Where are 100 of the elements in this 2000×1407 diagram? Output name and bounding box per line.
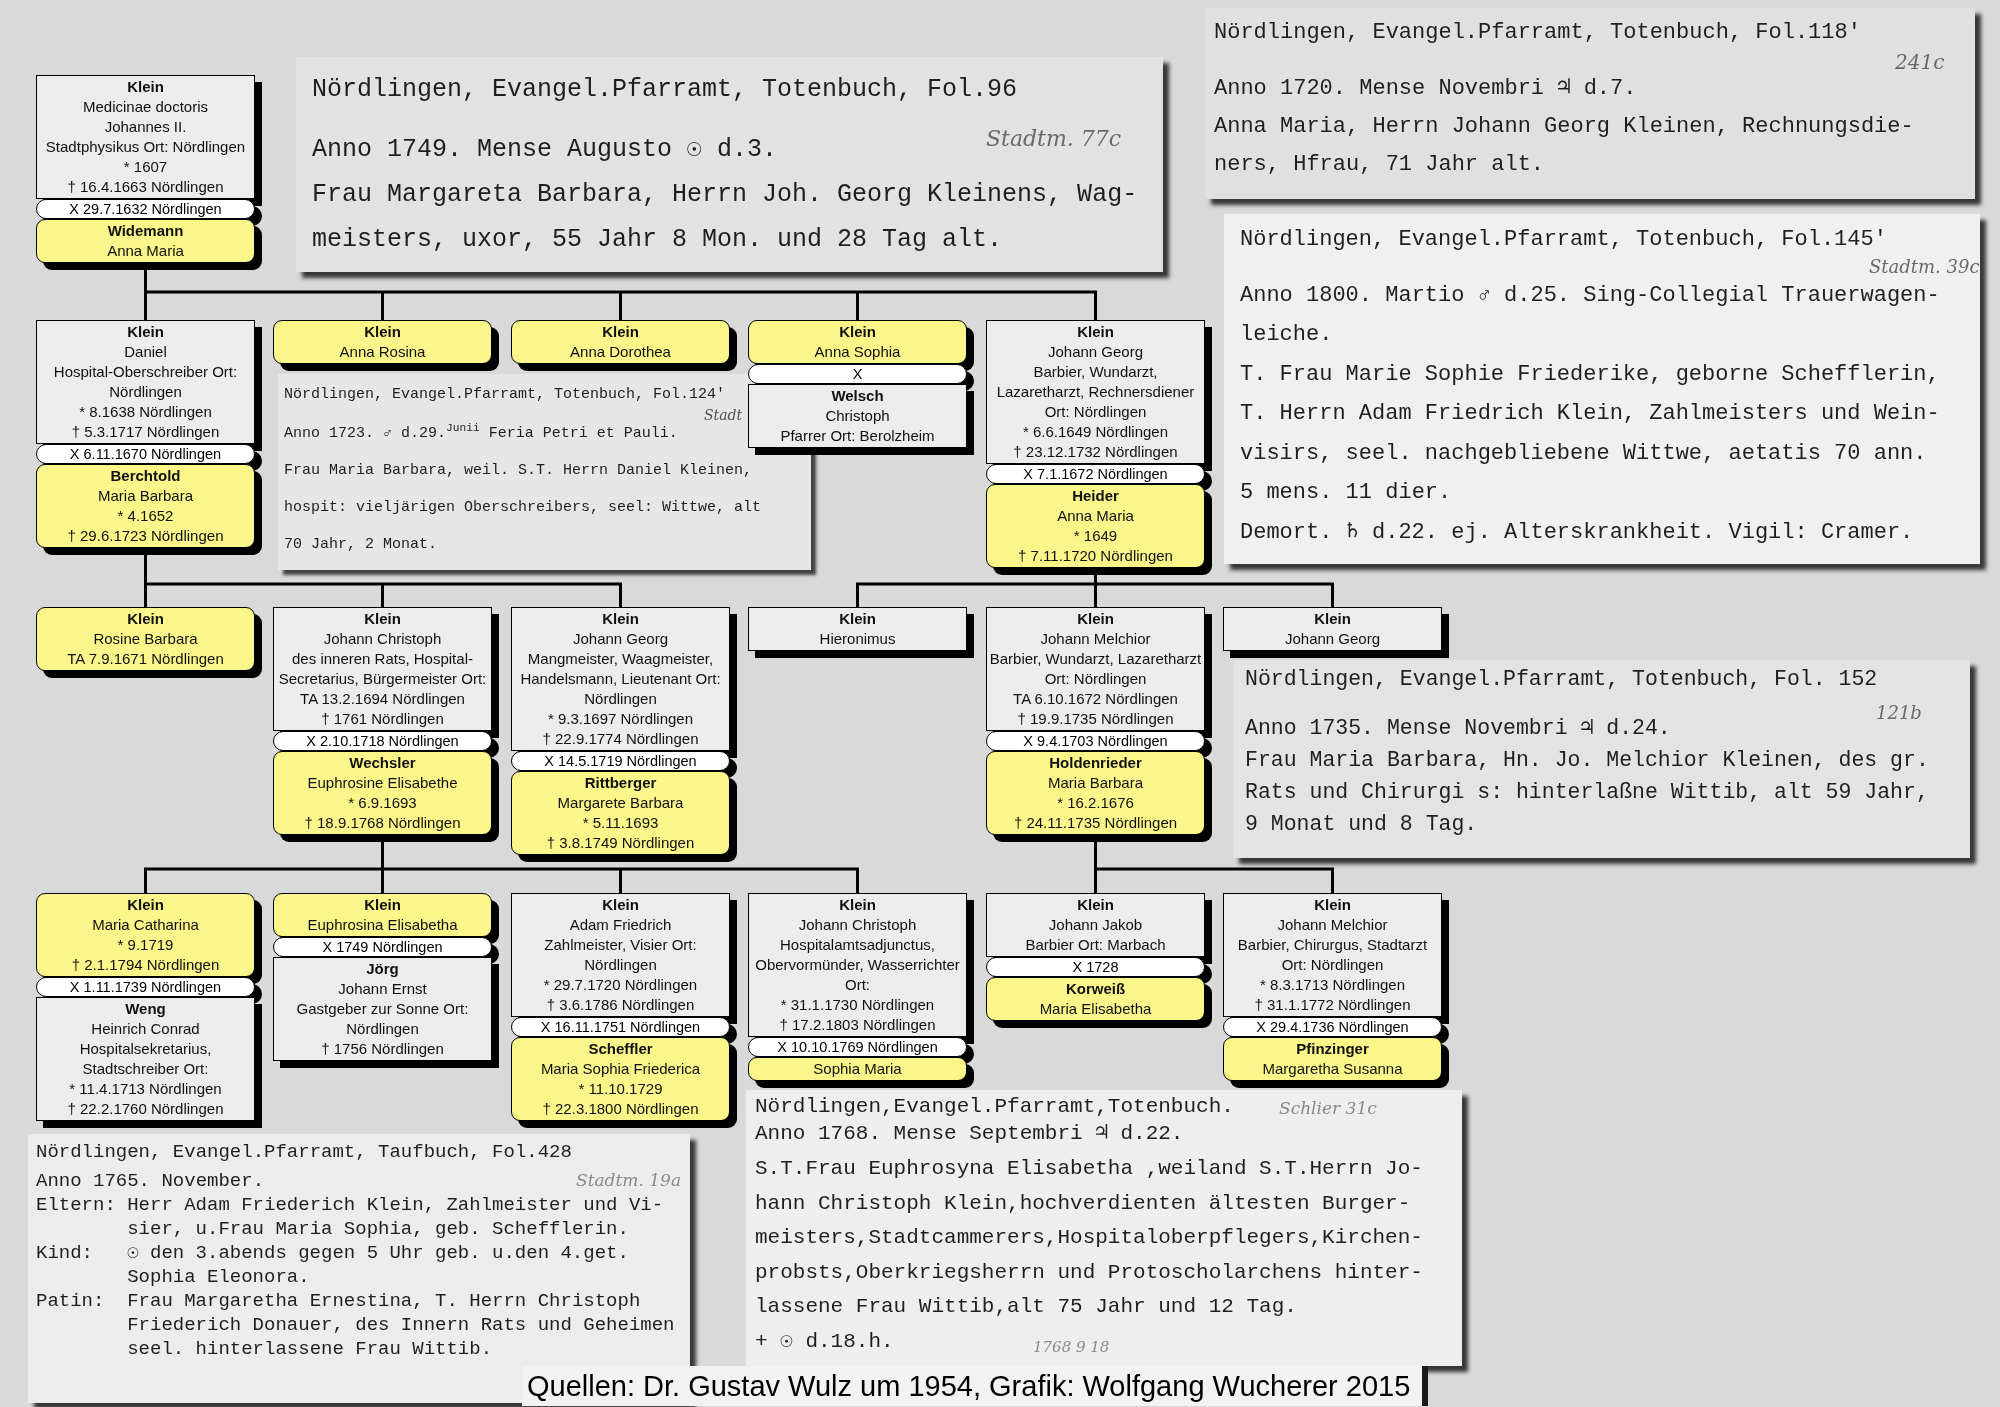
record-entry-text: S.T.Frau Euphrosyna Elisabetha ,weiland S.T.Herrn Jo- hann Christoph Klein,hochverdienten ältesten Burger- meisters,Stadtcammerers,Hospitaloberpflegers,Kirchen- probsts,Oberkriegsherrn und Protoscholarchens hinter- lassene Frau Wittib,alt 75 Jahr und 12 Tag. bbox=[755, 1156, 1424, 1320]
record-heading: Nördlingen, Evangel.Pfarramt, Taufbuch, Fol.428 bbox=[36, 1140, 572, 1164]
person-detail-text: Sophia Maria bbox=[813, 1059, 902, 1079]
surname-text: Klein bbox=[127, 77, 164, 97]
person-detail-text: * 16.2.1676 bbox=[1057, 793, 1134, 813]
person-detail-text: Zahlmeister, Visier Ort: Nördlingen bbox=[543, 935, 698, 975]
person-detail-text: Hieronimus bbox=[819, 629, 896, 649]
record-card-scan bbox=[296, 57, 1163, 272]
person-detail-text: † 22.9.1774 Nördlingen bbox=[542, 729, 699, 749]
record-entry-text: Herr Adam Friederich Klein, Zahlmeister und Vi- sier, u.Frau Maria Sophia, geb. Schefflerin. bbox=[127, 1193, 665, 1241]
person-detail-text: Daniel bbox=[124, 342, 167, 362]
person-detail-text: † 1761 Nördlingen bbox=[321, 709, 444, 729]
surname-text: Klein bbox=[1077, 895, 1114, 915]
person-detail-text: Johann Georg bbox=[1047, 342, 1144, 362]
surname-text: Klein bbox=[364, 895, 401, 915]
person-detail-text: † 18.9.1768 Nördlingen bbox=[304, 813, 461, 833]
surname-text: Klein bbox=[1314, 609, 1351, 629]
handwritten-note: Stadt bbox=[704, 406, 743, 424]
person-detail-text: Margaretha Susanna bbox=[1262, 1059, 1403, 1079]
person-detail-text: † 16.4.1663 Nördlingen bbox=[67, 177, 224, 197]
record-card-scan bbox=[1224, 214, 1980, 564]
person-detail-text: Johann Christoph bbox=[798, 915, 917, 935]
person-detail-text: Johann Jakob bbox=[1048, 915, 1143, 935]
person-detail-text: Anna Maria bbox=[1057, 506, 1134, 526]
person-detail-text: Johann Georg bbox=[1284, 629, 1381, 649]
surname-text: Korweiß bbox=[1065, 979, 1126, 999]
person-detail-text: Hospital-Oberschreiber Ort: Nördlingen bbox=[52, 362, 239, 402]
person-detail-text: TA 6.10.1672 Nördlingen bbox=[1013, 689, 1178, 709]
person-detail-text: Hospitalamtsadjunctus, Obervormünder, Wasserrichter Ort: bbox=[754, 935, 961, 995]
surname-text: Scheffler bbox=[588, 1039, 653, 1059]
surname-text: Weng bbox=[125, 999, 166, 1019]
person-detail-text: * 6.9.1693 bbox=[348, 793, 417, 813]
person-detail-text: Rosine Barbara bbox=[93, 629, 198, 649]
record-entry-text: Anna Maria, Herrn Johann Georg Kleinen, Rechnungsdie- ners, Hfrau, 71 Jahr alt. bbox=[1214, 113, 1915, 179]
record-entry-text: Anno 1723. ♂ d.29.$^{Junii}$ Feria Petri et Pauli. bbox=[284, 421, 678, 444]
record-card-scan bbox=[746, 1090, 1462, 1366]
person-detail-text: Euphrosine Elisabethe bbox=[307, 773, 458, 793]
person-detail-text: TA 13.2.1694 Nördlingen bbox=[300, 689, 465, 709]
surname-text: Widemann bbox=[107, 221, 184, 241]
handwritten-note: Schlier 31c bbox=[1279, 1098, 1377, 1118]
person-detail-text: * 1607 bbox=[123, 157, 168, 177]
person-detail-text: † 3.8.1749 Nördlingen bbox=[546, 833, 695, 853]
person-detail-text: * 8.3.1713 Nördlingen bbox=[1259, 975, 1406, 995]
record-entry-text: Anno 1735. Mense Novembri ♃ d.24. bbox=[1245, 715, 1671, 742]
record-entry-text: Demort. ♄ d.22. ej. Alterskrankheit. Vigil: Cramer. bbox=[1240, 518, 1914, 547]
surname-text: Klein bbox=[364, 609, 401, 629]
record-entry-text: Anno 1800. Martio ♂ d.25. Sing-Collegial Trauerwagen- leiche. bbox=[1240, 281, 1941, 349]
handwritten-note: 121b bbox=[1876, 702, 1922, 724]
person-detail-text: Maria Catharina bbox=[92, 915, 199, 935]
person-detail-text: Johannes II. bbox=[104, 117, 187, 137]
person-detail-text: † 1756 Nördlingen bbox=[321, 1039, 444, 1059]
handwritten-note: Stadtm. 39c bbox=[1869, 256, 1980, 278]
surname-text: Klein bbox=[839, 895, 876, 915]
person-detail-text: Maria Elisabetha bbox=[1039, 999, 1152, 1019]
person-detail-text: Adam Friedrich bbox=[569, 915, 672, 935]
record-entry-text: Anno 1720. Mense Novembri ♃ d.7. bbox=[1214, 75, 1637, 103]
source-caption: Quellen: Dr. Gustav Wulz um 1954, Grafik: Wolfgang Wucherer 2015 bbox=[522, 1366, 1429, 1406]
record-card-scan bbox=[1205, 8, 1975, 199]
record-entry-text: Anno 1768. Mense Septembri ♃ d.22. bbox=[755, 1121, 1184, 1147]
person-detail-text: Anna Dorothea bbox=[570, 342, 671, 362]
handwritten-note: Stadtm. 19a bbox=[576, 1170, 682, 1190]
surname-text: Klein bbox=[127, 609, 164, 629]
person-detail-text: Anna Rosina bbox=[339, 342, 426, 362]
surname-text: Klein bbox=[602, 609, 639, 629]
person-detail-text: Heinrich Conrad bbox=[91, 1019, 200, 1039]
surname-text: Klein bbox=[602, 895, 639, 915]
person-detail-text: Barbier, Chirurgus, Stadtarzt Ort: Nördlingen bbox=[1236, 935, 1429, 975]
surname-text: Pfinzinger bbox=[1296, 1039, 1369, 1059]
record-entry-text: Frau Margaretha Ernestina, T. Herrn Christoph Friederich Donauer, des Innern Rats und Geheimen seel. hinterlassene Frau Wittib. bbox=[127, 1289, 676, 1361]
person-detail-text: † 3.6.1786 Nördlingen bbox=[546, 995, 695, 1015]
person-detail-text: Maria Barbara bbox=[1047, 773, 1143, 793]
field-label: Patin: bbox=[36, 1289, 105, 1314]
surname-text: Wechsler bbox=[349, 753, 416, 773]
record-entry-text: T. Frau Marie Sophie Friederike, geborne Schefflerin, T. Herrn Adam Friedrich Klein, Zahlmeisters und Wein- visirs, seel. nachgebliebene Wittwe, aetatis 70 ann. 5 mens. 11 dier. bbox=[1240, 360, 1941, 507]
person-detail-text: Gastgeber zur Sonne Ort: Nördlingen bbox=[295, 999, 470, 1039]
person-detail-text: Hospitalsekretarius, Stadtschreiber Ort: bbox=[78, 1039, 213, 1079]
surname-text: Holdenrieder bbox=[1049, 753, 1142, 773]
person-detail-text: † 5.3.1717 Nördlingen bbox=[71, 422, 220, 442]
person-detail-text: * 9.1719 bbox=[117, 935, 174, 955]
person-detail-text: † 23.12.1732 Nördlingen bbox=[1013, 442, 1178, 462]
person-detail-text: * 9.3.1697 Nördlingen bbox=[547, 709, 694, 729]
person-detail-text: Medicinae doctoris bbox=[82, 97, 209, 117]
record-heading: Nördlingen,Evangel.Pfarramt,Totenbuch. bbox=[755, 1094, 1234, 1120]
person-detail-text: † 17.2.1803 Nördlingen bbox=[779, 1015, 936, 1035]
person-detail-text: † 2.1.1794 Nördlingen bbox=[71, 955, 220, 975]
person-detail-text: † 22.3.1800 Nördlingen bbox=[542, 1099, 699, 1119]
person-detail-text: * 5.11.1693 bbox=[582, 813, 659, 833]
surname-text: Klein bbox=[127, 322, 164, 342]
field-label: Eltern: bbox=[36, 1193, 116, 1218]
person-detail-text: Johann Melchior bbox=[1277, 915, 1388, 935]
record-entry-text: + ☉ d.18.h. bbox=[755, 1328, 894, 1355]
surname-text: Klein bbox=[364, 322, 401, 342]
person-detail-text: Anna Maria bbox=[107, 241, 184, 261]
person-detail-text: Johann Melchior bbox=[1040, 629, 1151, 649]
record-heading: Nördlingen, Evangel.Pfarramt, Totenbuch, Fol.145' bbox=[1240, 226, 1887, 254]
handwritten-note: 241c bbox=[1895, 50, 1945, 74]
person-detail-text: Maria Barbara bbox=[97, 486, 193, 506]
record-heading: Nördlingen, Evangel.Pfarramt, Totenbuch, Fol. 152 bbox=[1245, 666, 1878, 693]
person-detail-text: † 24.11.1735 Nördlingen bbox=[1013, 813, 1178, 833]
record-heading: Nördlingen, Evangel.Pfarramt, Totenbuch, Fol.118' bbox=[1214, 19, 1861, 47]
